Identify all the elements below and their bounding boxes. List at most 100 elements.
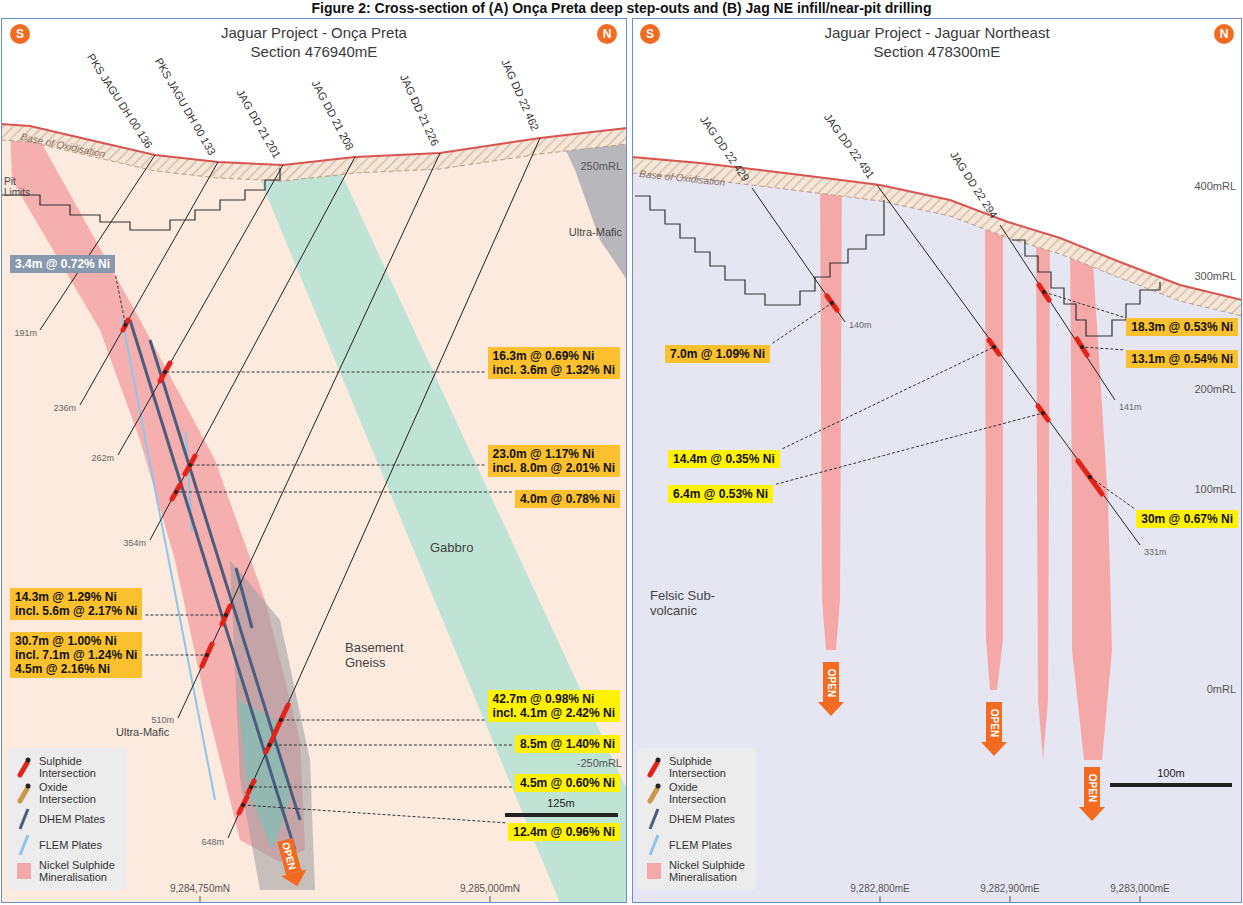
topographic-surface <box>632 157 1242 300</box>
leader-dot <box>992 345 996 349</box>
leader-line <box>167 372 485 373</box>
open-arrow <box>823 662 839 702</box>
sulphide-intersection <box>989 340 999 354</box>
basement-gneiss-ground <box>1 18 627 903</box>
grid-tick <box>1140 896 1141 903</box>
legend-text: DHEM Plates <box>669 813 735 825</box>
assay-text: incl. 4.1m @ 2.42% Ni <box>493 706 615 720</box>
assay-text: 42.7m @ 0.98% Ni <box>493 692 615 706</box>
leader-line <box>283 720 485 721</box>
grid-tick <box>490 896 491 903</box>
legend-row: Nickel Sulphide Mineralisation <box>644 859 750 883</box>
orientation-badge: N <box>597 24 617 44</box>
legend-swatch <box>647 863 661 879</box>
legend-sample <box>26 784 31 789</box>
hole-depth: 141m <box>1119 402 1142 412</box>
legend-sample <box>650 835 658 855</box>
panel-heading: Section 478300mE <box>633 42 1241 61</box>
assay-text: incl. 8.0m @ 2.01% Ni <box>493 461 615 475</box>
legend-text: FLEM Plates <box>669 839 732 851</box>
leader-dot <box>249 785 253 789</box>
nickel-sulphide-zone <box>985 205 1003 690</box>
legend-text: DHEM Plates <box>39 813 105 825</box>
sulphide-intersection <box>202 644 212 666</box>
base-of-oxidation <box>632 173 1242 316</box>
legend-icon <box>644 859 664 883</box>
leader-dot <box>1042 290 1046 294</box>
legend-sample <box>650 809 658 829</box>
leader-dot <box>124 323 128 327</box>
sulphide-intersection <box>827 296 837 310</box>
hole-depth: 140m <box>849 320 872 330</box>
leader-dot <box>1041 411 1045 415</box>
hole-depth: 262m <box>91 453 114 463</box>
leader-dot <box>1088 475 1092 479</box>
assay-text: 30m @ 0.67% Ni <box>1141 512 1233 526</box>
open-arrow <box>1079 807 1105 821</box>
sulphide-intersection <box>266 738 273 752</box>
legend-icon <box>14 807 34 831</box>
leader-line <box>192 465 485 466</box>
leader-line <box>116 276 125 323</box>
legend-row: FLEM Plates <box>14 833 120 857</box>
legend-icon <box>644 833 664 857</box>
legend-row: Sulphide Intersection <box>14 755 120 779</box>
assay-text: incl. 5.6m @ 2.17% Ni <box>15 604 137 618</box>
drill-hole <box>80 162 218 405</box>
legend-row: DHEM Plates <box>644 807 750 831</box>
leader-line <box>773 304 831 343</box>
ultramafic-overlap <box>238 700 290 850</box>
assay-text: 16.3m @ 0.69% Ni <box>493 349 615 363</box>
elevation-label: 0mRL <box>1207 683 1236 695</box>
elevation-label: -250mRL <box>577 757 622 769</box>
pit-limit <box>635 196 884 305</box>
assay-callout: 6.4m @ 0.53% Ni <box>668 485 773 503</box>
orientation-letter: S <box>10 24 30 44</box>
leader-line <box>272 745 512 746</box>
grid-tick <box>200 896 201 903</box>
sulphide-intersection <box>1078 461 1102 494</box>
leader-dot <box>205 653 209 657</box>
legend-row: Oxide Intersection <box>644 781 750 805</box>
orientation-letter: S <box>640 24 660 44</box>
elevation-label: 300mRL <box>1194 270 1236 282</box>
assay-callout: 14.4m @ 0.35% Ni <box>668 450 780 468</box>
elevation-label: 400mRL <box>1194 180 1236 192</box>
legend-sample <box>650 763 657 775</box>
orientation-badge: S <box>640 24 660 44</box>
assay-callout: 14.3m @ 1.29% Niincl. 5.6m @ 2.17% Ni <box>10 588 142 620</box>
leader-dot <box>224 613 228 617</box>
open-arrow <box>818 702 844 716</box>
legend-sample <box>20 789 27 801</box>
leader-dot <box>279 718 283 722</box>
sulphide-intersection <box>1038 406 1048 420</box>
sky <box>632 18 1242 300</box>
assay-text: 14.3m @ 1.29% Ni <box>15 590 137 604</box>
lithology-label: Gabbro <box>430 540 473 555</box>
elevation-label: 200mRL <box>1194 383 1236 395</box>
legend-icon <box>644 807 664 831</box>
assay-text: incl. 7.1m @ 1.24% Ni <box>15 648 137 662</box>
open-arrow <box>1084 767 1100 807</box>
assay-callout: 12.4m @ 0.96% Ni <box>508 823 620 841</box>
sulphide-intersection <box>248 781 254 793</box>
leader-dot <box>268 743 272 747</box>
assay-callout: 30m @ 0.67% Ni <box>1136 510 1238 528</box>
scale-label: 125m <box>547 797 575 809</box>
leader-line <box>1046 293 1123 317</box>
drill-hole <box>178 153 440 718</box>
hole-depth: 648m <box>201 837 224 847</box>
sulphide-intersection <box>123 320 128 330</box>
legend-icon <box>14 755 34 779</box>
hole-depth: 510m <box>151 715 174 725</box>
scale-bar <box>1110 783 1232 787</box>
orientation-letter: N <box>597 24 617 44</box>
orientation-badge: S <box>10 24 30 44</box>
legend-sample <box>20 763 27 775</box>
oxidation-zone <box>632 157 1242 316</box>
leader-line <box>145 615 224 616</box>
assay-text: 14.4m @ 0.35% Ni <box>673 452 775 466</box>
legend-row: Sulphide Intersection <box>644 755 750 779</box>
orientation-badge: N <box>1214 24 1234 44</box>
open-arrow <box>277 838 301 875</box>
